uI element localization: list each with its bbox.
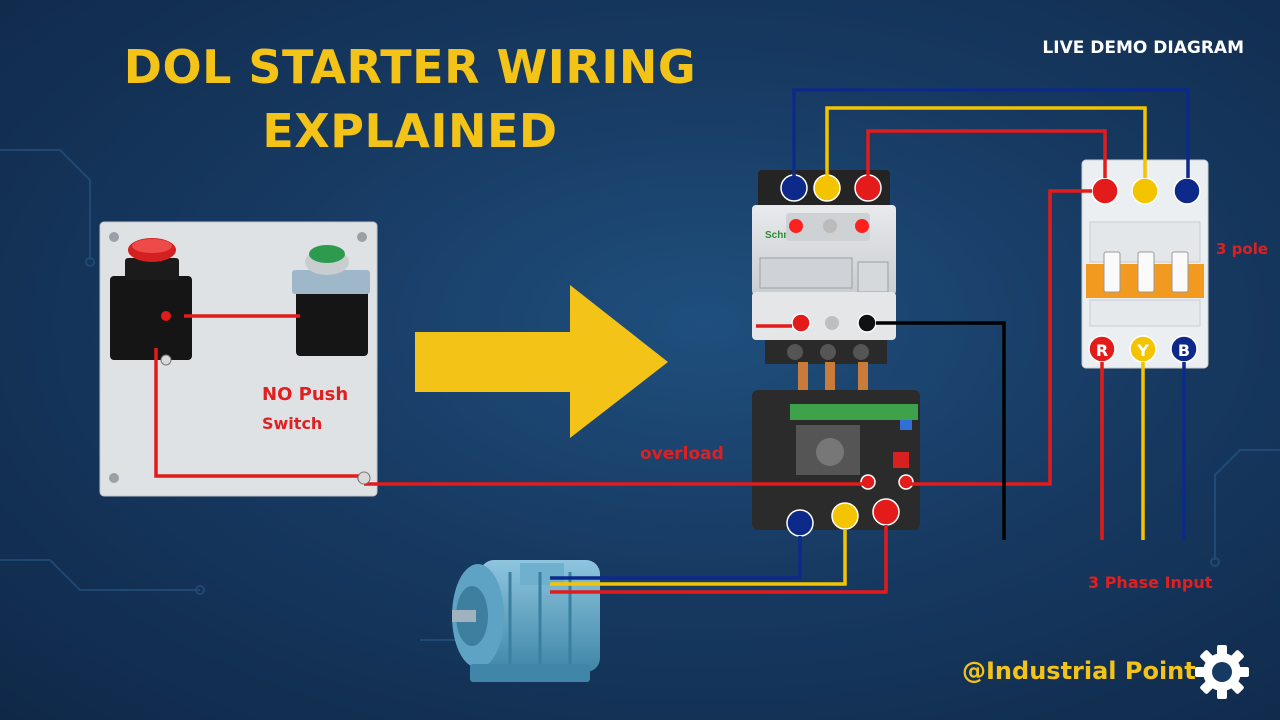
mcb-terminal-label-r: R <box>1096 341 1108 360</box>
wire-phase-yellow-top <box>825 106 1147 178</box>
mcb-terminal-label-y: Y <box>1136 341 1149 360</box>
three-phase-input-label: 3 Phase Input <box>1088 573 1213 592</box>
wire-phase-blue-top <box>792 88 1190 178</box>
mcb-terminal-label-b: B <box>1178 341 1190 360</box>
wire-phase-red-top <box>866 129 1107 178</box>
wire-motor-blue <box>550 536 802 580</box>
brand-watermark: @Industrial Point <box>962 657 1196 685</box>
overload-label: overload <box>640 444 724 464</box>
no-push-label-line1: NO Push <box>262 384 349 405</box>
arrow-right-icon <box>415 285 668 438</box>
three-pole-label: 3 pole <box>1216 240 1269 258</box>
page-title-line1: DOL STARTER WIRING <box>123 40 697 94</box>
gear-icon <box>1195 645 1249 699</box>
overload-relay <box>752 362 920 530</box>
stop-push-button <box>110 238 192 366</box>
start-push-button <box>292 245 370 356</box>
wires <box>154 88 1190 594</box>
wire-contactor-neutral-black <box>876 321 1006 540</box>
wire-overload-to-mcb <box>906 189 1092 486</box>
no-push-label-line2: Switch <box>262 414 323 433</box>
wire-motor-red <box>550 525 888 594</box>
wire-control-red-left <box>154 348 364 478</box>
page-title-line2: EXPLAINED <box>262 104 558 158</box>
wire-motor-yellow <box>550 529 847 586</box>
three-pole-mcb <box>1081 159 1209 369</box>
live-demo-badge: LIVE DEMO DIAGRAM <box>1042 38 1244 58</box>
motor-icon <box>452 560 600 682</box>
